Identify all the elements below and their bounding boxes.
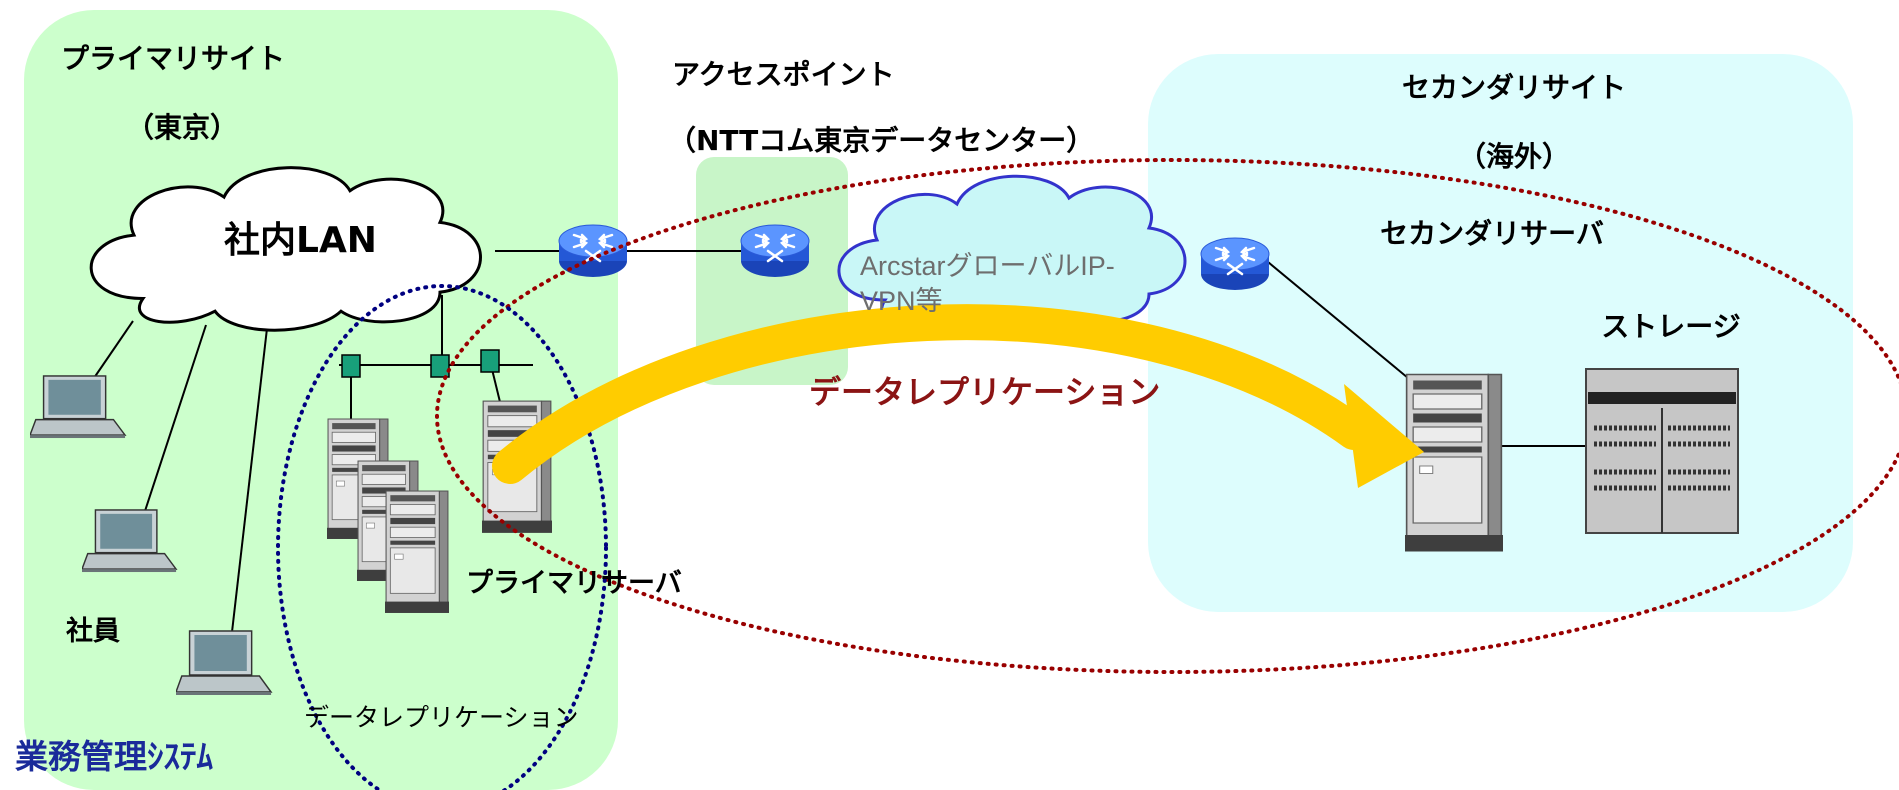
storage-label: ストレージ — [1601, 310, 1740, 343]
switch-port-icon — [480, 349, 500, 373]
replication-label: データレプリケーション — [809, 373, 1160, 411]
replication-arrow — [492, 304, 1424, 488]
local-replication-label: データレプリケーション — [304, 703, 579, 732]
primary-server-label: プライマリサーバ — [466, 568, 682, 599]
primary-site-title: プライマリサイト — [61, 42, 285, 75]
storage-icon — [1585, 368, 1739, 534]
employees-label: 社員 — [66, 615, 120, 647]
secondary-server-label: セカンダリサーバ — [1380, 217, 1604, 250]
secondary-server-icon — [1405, 373, 1503, 553]
secondary-site-title: セカンダリサイト — [1402, 71, 1626, 104]
system-scope-ellipse — [276, 284, 608, 790]
switch-port-icon — [430, 354, 450, 378]
lan-to-laptop-link — [144, 324, 207, 512]
access-point-title: アクセスポイント — [672, 58, 895, 91]
server-icon — [385, 490, 449, 614]
secondary-site-location: （海外） — [1458, 140, 1570, 173]
access-point-location: （NTTコム東京データセンター） — [668, 124, 1094, 157]
lan-label: 社内LAN — [224, 220, 377, 261]
router-icon — [1200, 236, 1270, 292]
primary-site-area — [24, 10, 618, 790]
switch-port-icon — [341, 354, 361, 378]
vpn-label-line2: VPN等 — [860, 286, 943, 316]
lan-cloud — [91, 168, 480, 331]
lan-to-laptop-link — [93, 320, 134, 379]
router-to-secondary-server-link — [1267, 261, 1409, 379]
router-icon — [740, 223, 810, 279]
vpn-label-line1: ArcstarグローバルIP- — [860, 251, 1115, 281]
system-label: 業務管理ｼｽﾃﾑ — [15, 737, 214, 776]
replication-scope-ellipse — [435, 158, 1899, 674]
primary-site-location: （東京） — [126, 111, 238, 144]
lan-to-laptop-link — [231, 310, 270, 633]
